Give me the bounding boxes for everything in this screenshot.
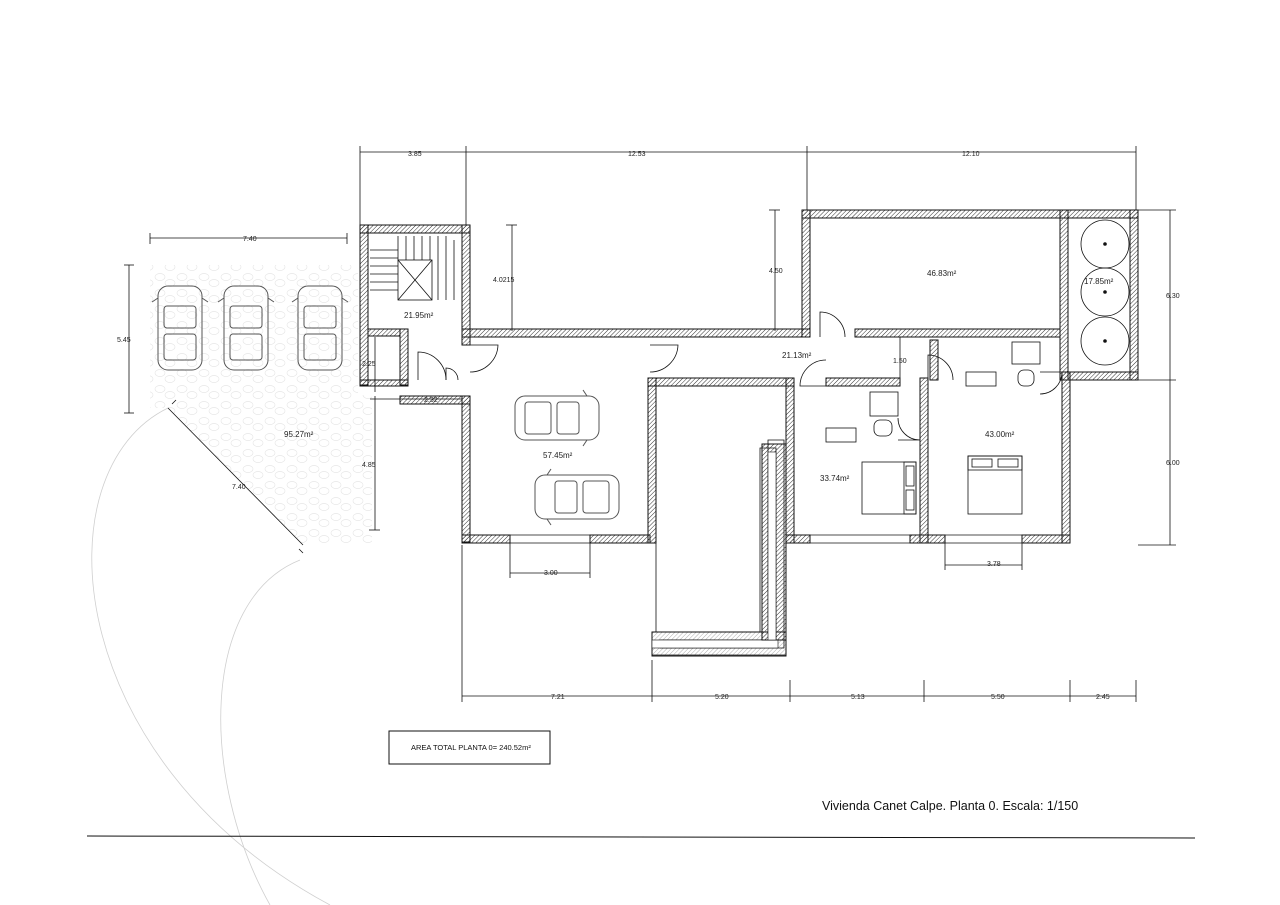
dimension-label-left_h1: 2.25: [362, 361, 376, 368]
dimension-label-diag: 7.40: [232, 484, 246, 491]
dimension-label-bot3: 5.13: [851, 694, 865, 701]
dimension-label-bot1: 7.21: [551, 694, 565, 701]
walls: [359, 209, 1139, 657]
plan-title: Vivienda Canet Calpe. Planta 0. Escala: …: [822, 799, 1078, 813]
hall-area-label: 21.13m²: [782, 351, 812, 360]
stair-area-label: 21.95m²: [404, 311, 434, 320]
garage-car-2: [534, 468, 620, 526]
dimension-label-left_h2: 4.85: [362, 462, 376, 469]
bedroom1-area-label: 33.74m²: [820, 474, 850, 483]
dimension-label-top3: 12.10: [962, 151, 980, 158]
dimension-lines: 3.85 12.53 12.10 7.40 5.45 7.40 4.0215 4…: [117, 146, 1180, 702]
doors: [417, 311, 1063, 441]
bedroom2-area-label: 43.00m²: [985, 430, 1015, 439]
garage-area-label: 57.45m²: [543, 451, 573, 460]
water-tanks: [1080, 219, 1130, 366]
title-underline: [86, 835, 1196, 839]
parking-area: 95.27m²: [91, 265, 372, 905]
dimension-label-top2: 12.53: [628, 151, 646, 158]
dimension-label-right_h2: 6.00: [1166, 460, 1180, 467]
dimension-label-bot5: 2.45: [1096, 694, 1110, 701]
bed-2: [967, 455, 1023, 515]
dimension-label-garage_door: 3.00: [544, 570, 558, 577]
total-area-box: AREA TOTAL PLANTA 0= 240.52m²: [388, 730, 551, 765]
staircase: 21.95m²: [370, 236, 455, 320]
dimension-label-mid_h: 4.50: [769, 268, 783, 275]
dimension-label-bot2: 5.20: [715, 694, 729, 701]
bathroom-fixtures: [825, 341, 1041, 443]
parking-area-label: 95.27m²: [284, 430, 314, 439]
dimension-label-bed_window: 3.78: [987, 561, 1001, 568]
garage-car-1: [514, 389, 600, 447]
tank-area-label: 17.85m²: [1084, 277, 1114, 286]
dimension-label-right_h1: 6.30: [1166, 293, 1180, 300]
dimension-label-bot4: 5.50: [991, 694, 1005, 701]
dimension-label-top1: 3.85: [408, 151, 422, 158]
dimension-label-left_w: 2.32: [424, 397, 438, 404]
upper-room-area-label: 46.83m²: [927, 269, 957, 278]
dimension-label-door_w: 1.50: [893, 358, 907, 365]
dimension-label-parking_w: 7.40: [243, 236, 257, 243]
dimension-label-parking_h: 5.45: [117, 337, 131, 344]
total-area-label: AREA TOTAL PLANTA 0= 240.52m²: [411, 743, 531, 752]
dimension-label-stair_h: 4.0215: [493, 277, 515, 284]
bed-1: [861, 461, 917, 515]
